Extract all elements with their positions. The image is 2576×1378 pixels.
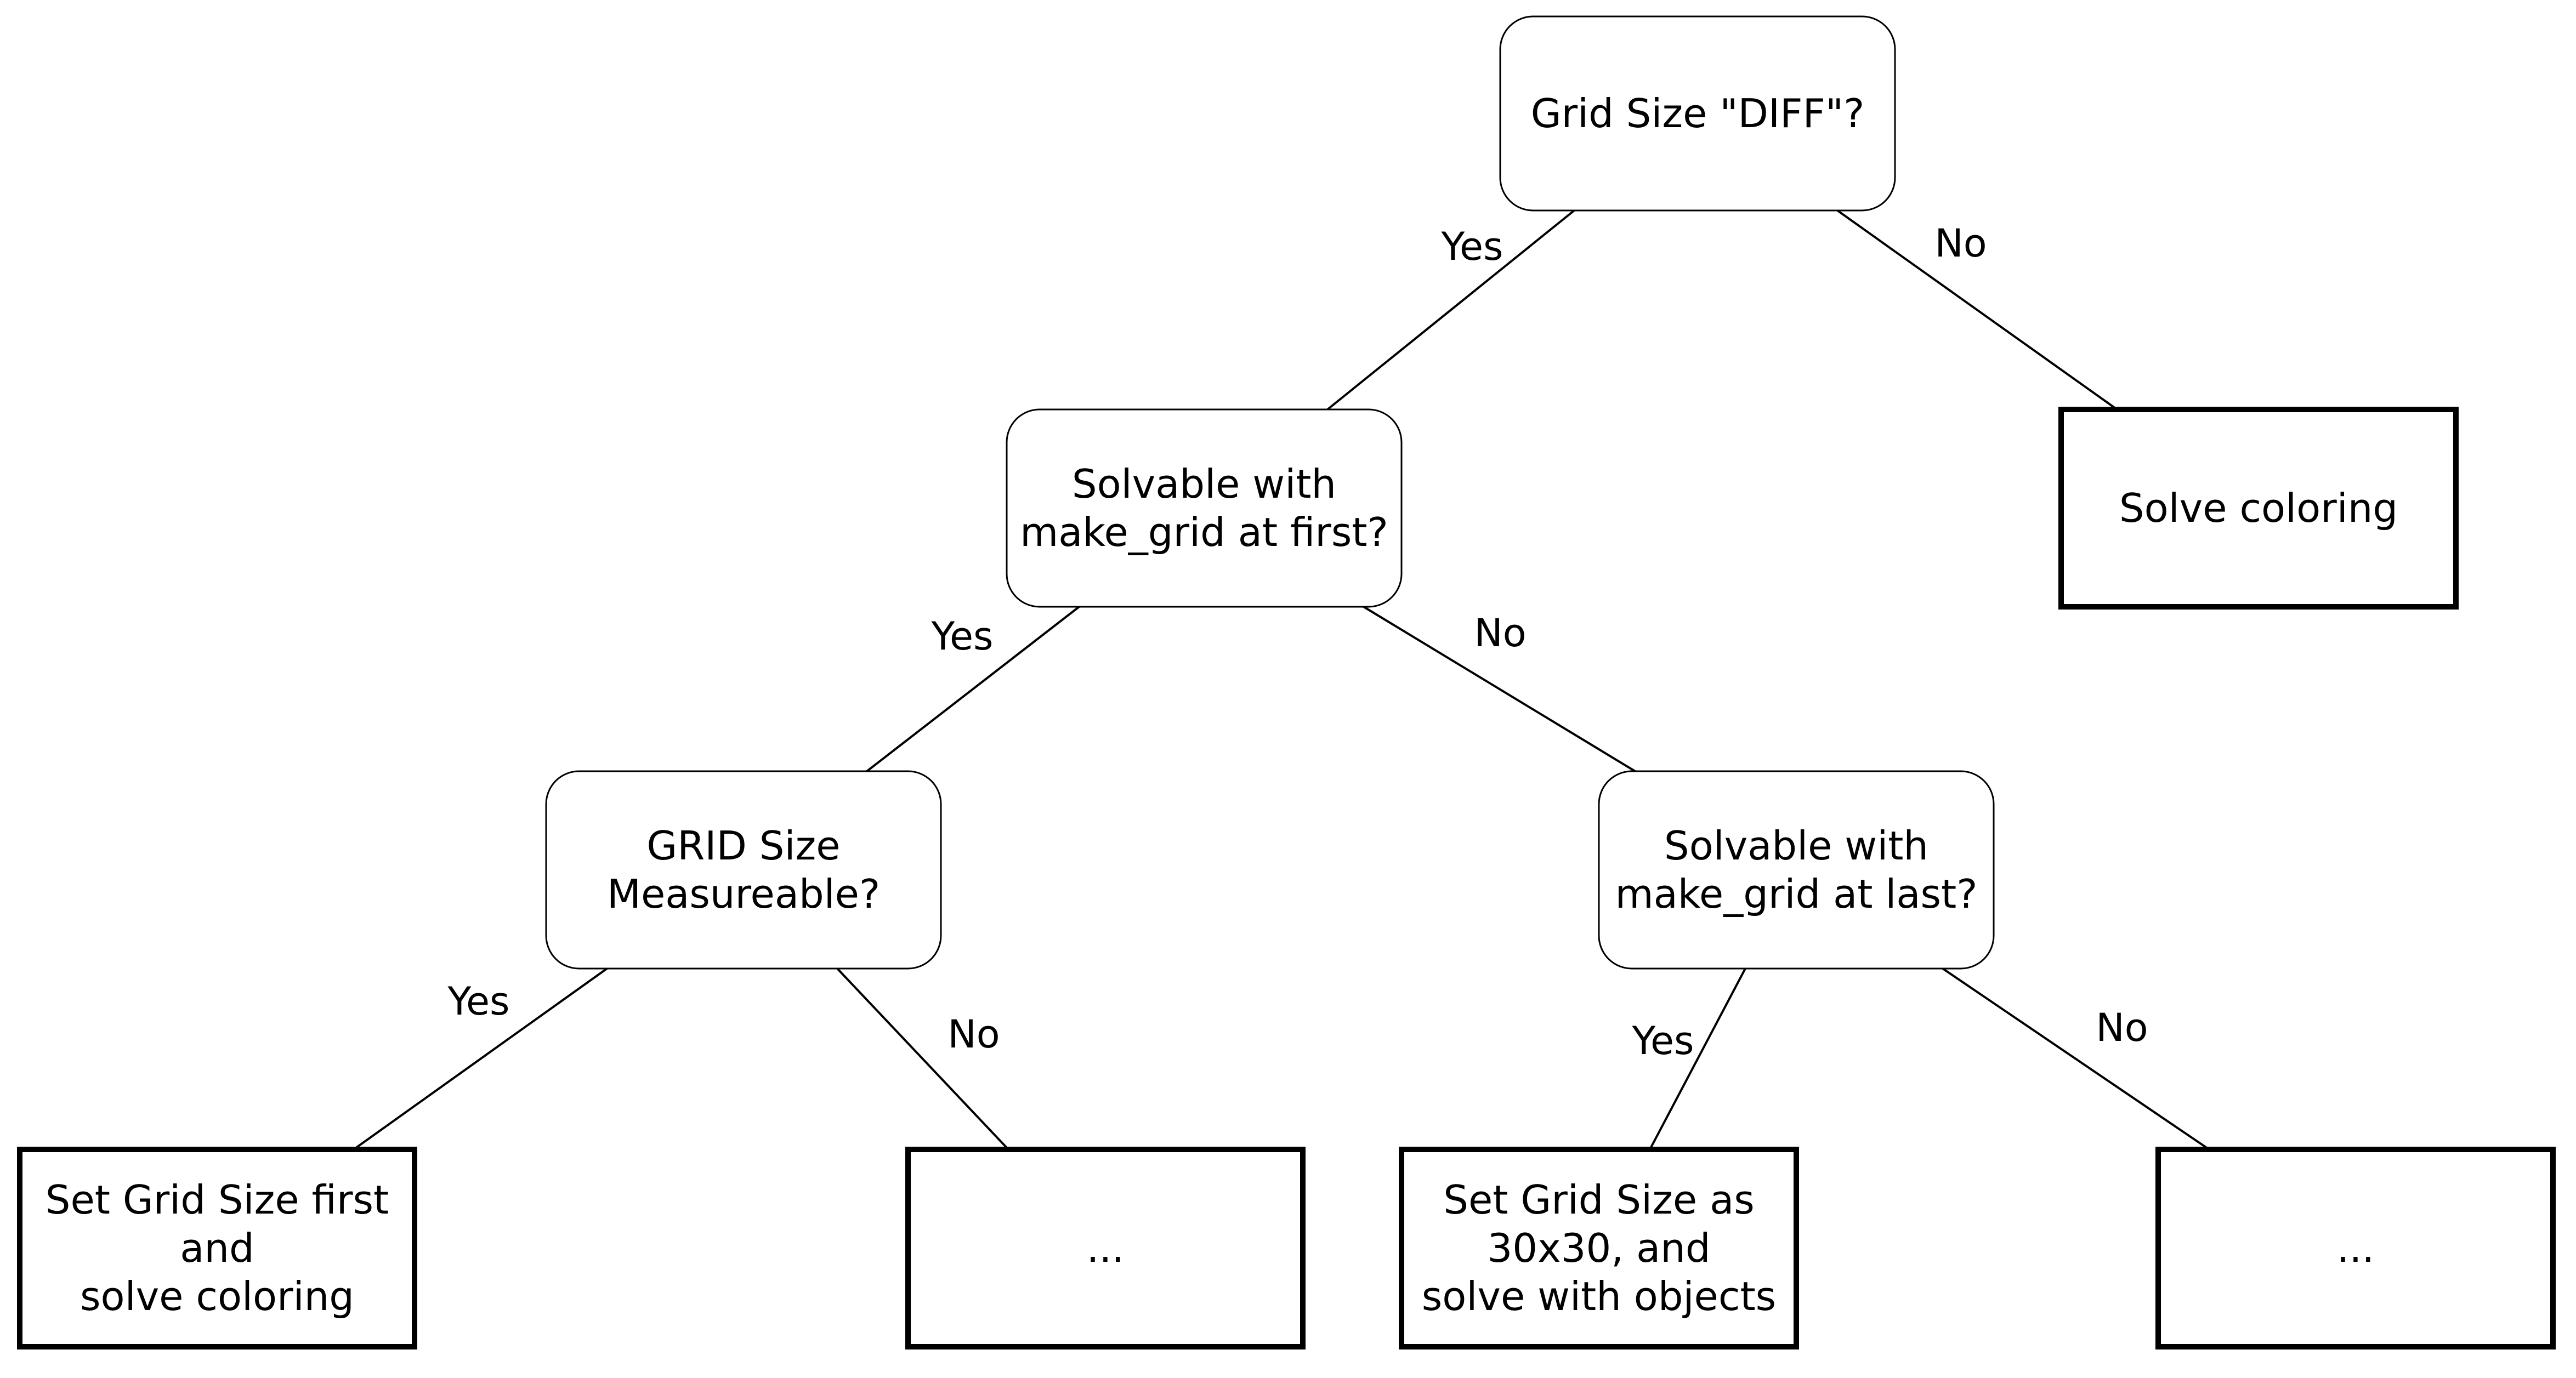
node-text-line: 30x30, and — [1487, 1225, 1710, 1271]
node-text-line: solve with objects — [1422, 1273, 1776, 1319]
node-text-line: Solvable with — [1664, 823, 1928, 869]
node-text-line: Grid Size "DIFF"? — [1531, 90, 1865, 136]
edge-grid_measureable-to-ellipsis_left — [836, 967, 1009, 1151]
nodes-layer: Grid Size "DIFF"?Solvable withmake_grid … — [17, 15, 2556, 1349]
node-text-line: Set Grid Size as — [1443, 1177, 1754, 1223]
node-text-line: Set Grid Size first — [46, 1177, 389, 1223]
node-text-line: make_grid at first? — [1020, 509, 1388, 555]
edge-label-yes: Yes — [1632, 1018, 1694, 1063]
node-text-line: make_grid at last? — [1615, 871, 1978, 917]
node-box — [1499, 15, 1896, 212]
edge-solvable_last-to-ellipsis_right — [1942, 967, 2210, 1151]
node-text-line: and — [180, 1225, 254, 1271]
edge-label-yes: Yes — [1441, 224, 1503, 269]
leaf-node-ellipsis-right: ... — [2155, 1147, 2556, 1349]
node-box — [1598, 770, 1995, 970]
node-text-line: Solve coloring — [2119, 485, 2398, 531]
node-box — [2058, 407, 2459, 610]
edge-label-yes: Yes — [447, 979, 510, 1024]
node-text-line: ... — [1087, 1225, 1125, 1271]
decision-node-root: Grid Size "DIFF"? — [1499, 15, 1896, 212]
edge-label-no: No — [947, 1012, 1000, 1057]
edge-solvable_first-to-grid_measureable — [866, 606, 1080, 772]
node-text-line: solve coloring — [80, 1273, 354, 1319]
edge-label-no: No — [1934, 221, 1987, 266]
node-text-line: Measureable? — [607, 871, 880, 917]
edge-label-yes: Yes — [931, 614, 994, 659]
node-text-line: ... — [2337, 1225, 2375, 1271]
leaf-node-solve-coloring: Solve coloring — [2058, 407, 2459, 610]
node-text-line: GRID Size — [646, 823, 840, 869]
node-box — [2155, 1147, 2556, 1349]
node-text-line: Solvable with — [1072, 461, 1336, 507]
edge-root-to-solve_coloring — [1836, 209, 2118, 411]
node-box — [17, 1147, 417, 1349]
edge-solvable_first-to-solvable_last — [1363, 606, 1636, 772]
node-box — [545, 770, 942, 970]
edges-layer — [353, 209, 2210, 1151]
leaf-node-ellipsis-left: ... — [905, 1147, 1306, 1349]
edge-label-no: No — [1474, 611, 1526, 656]
node-box — [1399, 1147, 1799, 1349]
edge-label-no: No — [2096, 1005, 2148, 1050]
edge-root-to-solvable_first — [1326, 209, 1575, 411]
edge-grid_measureable-to-set_first — [353, 967, 608, 1151]
node-box — [905, 1147, 1306, 1349]
node-box — [1006, 408, 1403, 608]
edge-solvable_last-to-set_30 — [1649, 968, 1746, 1150]
